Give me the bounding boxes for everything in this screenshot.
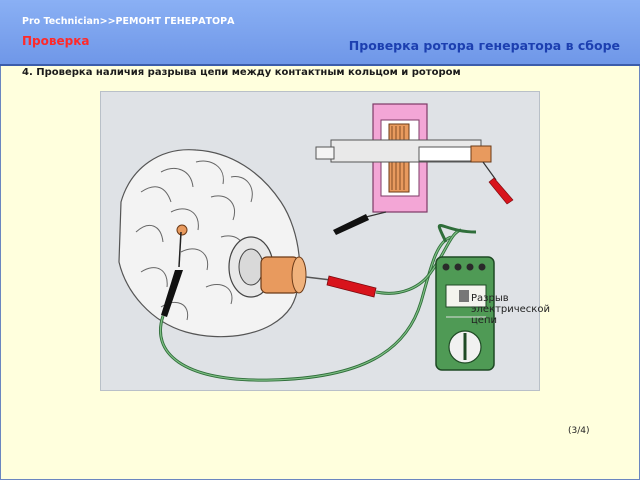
- section-label: Проверка: [22, 34, 90, 48]
- red-probe: [305, 228, 462, 298]
- rotor-cross-section: [315, 103, 514, 235]
- header-bar: Pro Technician>>РЕМОНТ ГЕНЕРАТОРА Провер…: [0, 0, 640, 66]
- callout-open-circuit: Разрыв электрической цепи: [471, 293, 550, 326]
- test-illustration: Разрыв электрической цепи: [100, 91, 550, 391]
- page-title: Проверка ротора генератора в сборе: [348, 38, 620, 53]
- alternator-body: [118, 149, 307, 338]
- page-counter: (3/4): [568, 426, 590, 436]
- alternator-test-drawing: [118, 103, 514, 382]
- step-title: 4. Проверка наличия разрыва цепи между к…: [22, 67, 461, 78]
- ohmmeter: [435, 224, 495, 371]
- breadcrumb[interactable]: Pro Technician>>РЕМОНТ ГЕНЕРАТОРА: [22, 16, 235, 27]
